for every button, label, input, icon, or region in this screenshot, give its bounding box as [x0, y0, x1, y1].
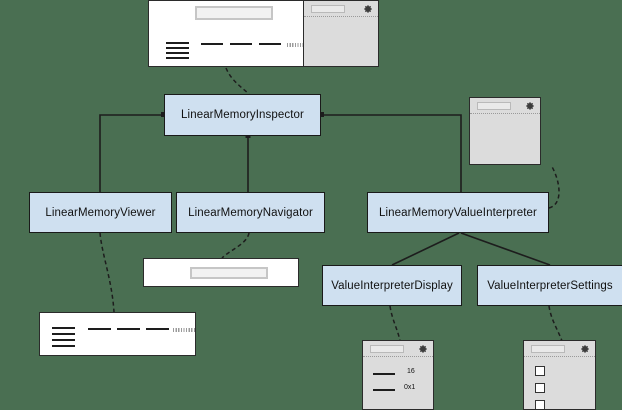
mockup-value-label [373, 389, 395, 391]
edge-inspector-to-value-interpreter [321, 114, 462, 192]
mockup-line [166, 52, 189, 54]
gear-icon [364, 4, 372, 13]
mockup-address-input [190, 267, 268, 279]
mockup-value-text: 16 [407, 368, 415, 375]
value-interpreter-display-mockup: 16 0x1 [362, 340, 434, 410]
gear-icon [526, 101, 534, 110]
checkbox-icon [535, 383, 545, 393]
edge-inspector-to-viewer [99, 114, 164, 192]
edge-dashed-viewer-mockup [99, 232, 115, 313]
mockup-ascii-group [173, 328, 195, 332]
gear-icon [419, 344, 427, 353]
edge-dashed-value-interpreter-mockup [548, 164, 560, 209]
node-label: LinearMemoryNavigator [188, 206, 313, 219]
node-value-interpreter-settings[interactable]: ValueInterpreterSettings [477, 265, 622, 306]
mockup-line [166, 47, 189, 49]
mockup-value-label [373, 373, 395, 375]
node-label: LinearMemoryViewer [45, 206, 156, 219]
mockup-toolbar [304, 1, 378, 17]
edge-dashed-display-mockup [389, 305, 401, 342]
mockup-toolbar-input [311, 4, 345, 13]
node-linear-memory-viewer[interactable]: LinearMemoryViewer [29, 192, 172, 233]
mockup-memory-pane [149, 1, 319, 66]
mockup-byte-group [201, 43, 223, 45]
edge-dashed-settings-mockup [548, 305, 563, 342]
node-linear-memory-value-interpreter[interactable]: LinearMemoryValueInterpreter [367, 192, 549, 233]
linear-memory-value-interpreter-mockup [469, 97, 541, 165]
mockup-toolbar-input [531, 344, 565, 353]
mockup-byte-group [117, 328, 140, 330]
node-label: ValueInterpreterSettings [487, 279, 613, 292]
mockup-toolbar [363, 341, 433, 357]
checkbox-icon [535, 400, 545, 409]
mockup-line [52, 333, 75, 335]
mockup-toolbar-input [370, 344, 404, 353]
mockup-byte-group [146, 328, 169, 330]
mockup-value-text: 0x1 [404, 384, 416, 391]
mockup-byte-group [88, 328, 111, 330]
edge-value-interpreter-to-display [391, 232, 460, 266]
mockup-line [166, 57, 189, 59]
node-label: ValueInterpreterDisplay [331, 279, 453, 292]
mockup-line [52, 345, 75, 347]
mockup-byte-group [259, 43, 281, 45]
mockup-toolbar [470, 98, 540, 114]
value-interpreter-settings-mockup [523, 340, 596, 410]
edge-value-interpreter-to-settings [460, 232, 551, 266]
mockup-address-input [195, 6, 273, 20]
mockup-line [52, 327, 75, 329]
mockup-toolbar [524, 341, 595, 357]
edge-dashed-inspector-mockup [225, 67, 250, 95]
gear-icon [581, 344, 589, 353]
edge-dashed-navigator-mockup [221, 232, 250, 259]
node-linear-memory-inspector[interactable]: LinearMemoryInspector [164, 94, 321, 136]
checkbox-icon [535, 366, 545, 376]
mockup-line [52, 339, 75, 341]
mockup-line [166, 42, 189, 44]
mockup-value-pane [303, 1, 378, 66]
node-value-interpreter-display[interactable]: ValueInterpreterDisplay [322, 265, 462, 306]
mockup-byte-group [230, 43, 252, 45]
linear-memory-navigator-mockup [143, 258, 299, 287]
node-linear-memory-navigator[interactable]: LinearMemoryNavigator [176, 192, 325, 233]
linear-memory-inspector-mockup [148, 0, 379, 67]
mockup-toolbar-input [477, 101, 511, 110]
node-label: LinearMemoryInspector [181, 109, 304, 121]
linear-memory-viewer-mockup [39, 312, 196, 356]
node-label: LinearMemoryValueInterpreter [379, 206, 537, 219]
